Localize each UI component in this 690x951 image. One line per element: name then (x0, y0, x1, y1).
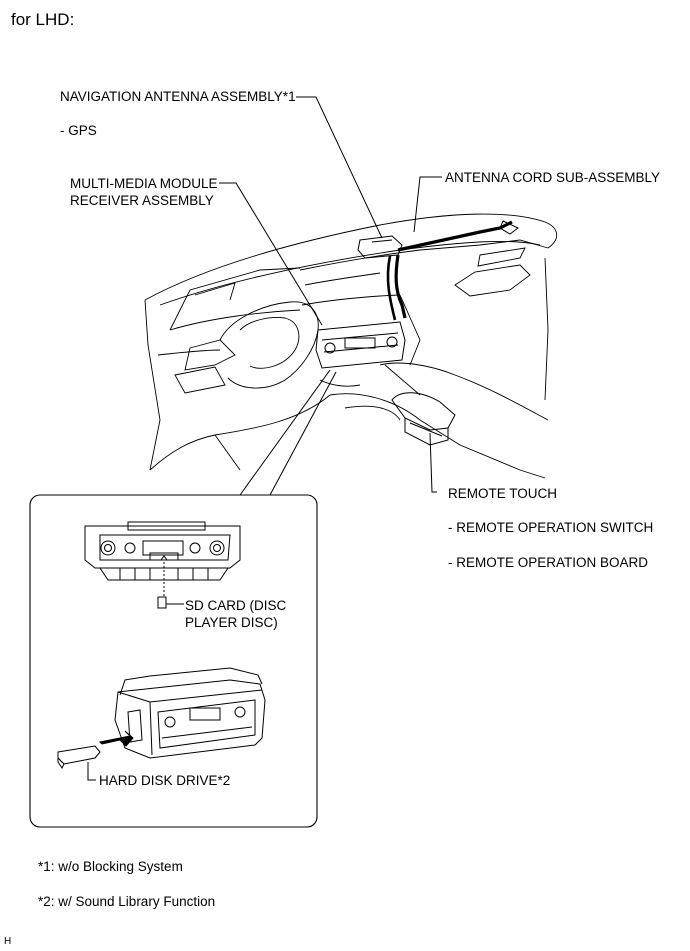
footnote-2: *2: w/ Sound Library Function (38, 894, 216, 909)
nav-antenna-label: NAVIGATION ANTENNA ASSEMBLY*1 (60, 89, 296, 104)
antenna-cord (397, 220, 513, 252)
antenna-cord-label: ANTENNA CORD SUB-ASSEMBLY (445, 170, 661, 185)
dashboard-outline (144, 213, 558, 479)
footnote-1: *1: w/o Blocking System (38, 859, 183, 874)
hdd-module-detail (57, 667, 266, 781)
remote-touch-label: REMOTE TOUCH (448, 486, 558, 501)
mm-module-label-2: RECEIVER ASSEMBLY (70, 193, 214, 208)
figure-code: H (4, 936, 12, 947)
remote-board-label: - REMOTE OPERATION BOARD (448, 555, 649, 570)
remote-switch-label: - REMOTE OPERATION SWITCH (448, 520, 654, 535)
gps-label: - GPS (60, 123, 97, 138)
nav-antenna-part (357, 235, 403, 259)
page-title: for LHD: (11, 10, 75, 29)
detail-box (29, 494, 318, 828)
leader-lines (219, 96, 442, 493)
hdd-label: HARD DISK DRIVE*2 (99, 773, 231, 788)
front-panel-detail (84, 521, 241, 609)
mm-module-in-dash (315, 321, 406, 369)
remote-touch-part (391, 392, 456, 446)
mm-module-label-1: MULTI-MEDIA MODULE (70, 176, 218, 191)
sd-card-label-2: PLAYER DISC) (185, 615, 278, 630)
sd-card-label-1: SD CARD (DISC (185, 598, 287, 613)
